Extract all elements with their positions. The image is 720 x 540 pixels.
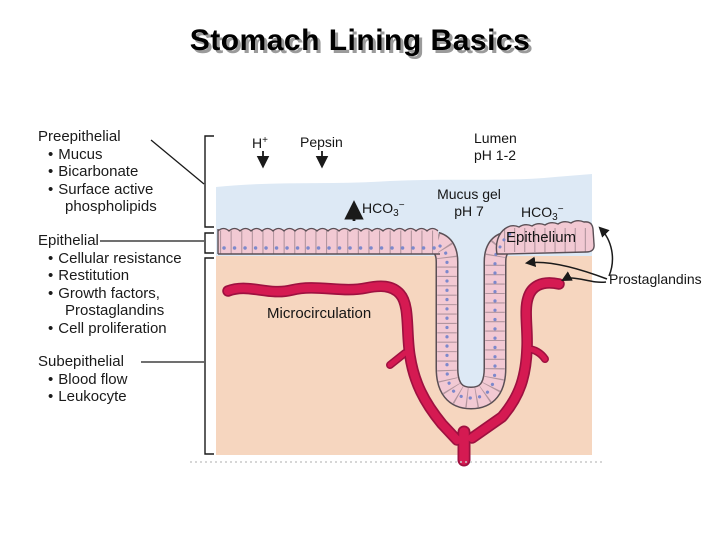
list-item: •Growth factors, (48, 284, 160, 302)
row-band (218, 229, 438, 254)
prostaglandins-label: Prostaglandins (609, 271, 702, 287)
list-item: •Restitution (48, 267, 130, 285)
bullet-icon: • (48, 388, 54, 406)
mucus-gel-label: Mucus gel pH 7 (437, 186, 501, 219)
bullet-icon: • (48, 249, 54, 267)
list-item-continuation: Prostaglandins (65, 302, 165, 320)
bullet-icon: • (48, 370, 54, 388)
slide-title: Stomach Lining Basics (189, 24, 531, 57)
bracket-preepithelial (204, 135, 214, 228)
leader-line-preepithelial (150, 139, 205, 185)
vessel-left-branch (387, 350, 408, 368)
list-item: •Leukocyte (48, 388, 127, 406)
pit-cell-nuclei (438, 244, 504, 400)
mound-shape (495, 220, 595, 255)
bullet-icon: • (48, 145, 54, 163)
lumen-label: Lumen pH 1-2 (474, 130, 517, 163)
brackets (100, 135, 214, 455)
hco3-left-label: HCO3− (362, 200, 405, 219)
bracket-epithelial (204, 232, 214, 254)
list-item-continuation: phospholipids (65, 198, 157, 216)
list-item: •Cellular resistance (48, 249, 182, 267)
pepsin-label: Pepsin (300, 134, 343, 150)
prostaglandins-arrow-to-vessel (561, 271, 607, 283)
epithelial-section: Epithelial •Cellular resistance •Restitu… (38, 232, 182, 338)
list-item: •Mucus (48, 145, 103, 163)
subepithelial-heading: Subepithelial (38, 353, 124, 370)
row-scalloped-top (217, 227, 439, 232)
microcirculation-vessels (222, 277, 565, 467)
vessel-left (223, 282, 462, 445)
bracket-subepithelial (204, 257, 214, 455)
prostaglandins-arrow-to-epithelium (598, 226, 614, 277)
prostaglandins-arrow-to-subepithelium (524, 256, 608, 280)
bullet-icon: • (48, 180, 54, 198)
bullet-icon: • (48, 163, 54, 181)
list-item: •Surface active (48, 180, 154, 198)
vessel-right-branch (525, 346, 548, 362)
epithelial-heading: Epithelial (38, 232, 99, 249)
microcirculation-label: Microcirculation (267, 305, 372, 322)
epithelium-mound (495, 220, 595, 255)
list-item: •Blood flow (48, 370, 128, 388)
bullet-icon: • (48, 267, 54, 285)
preepithelial-section: Preepithelial •Mucus •Bicarbonate •Surfa… (38, 128, 157, 216)
list-item: •Bicarbonate (48, 163, 139, 181)
vessel-right (467, 278, 564, 443)
list-item: •Cell proliferation (48, 319, 167, 337)
surface-epithelium-row (217, 227, 440, 255)
subepithelial-section: Subepithelial •Blood flow •Leukocyte (38, 353, 127, 406)
hco3-right-label: HCO3− (521, 204, 564, 223)
bullet-icon: • (48, 319, 54, 337)
h-ion-label: H+ (252, 135, 268, 151)
epithelium-label: Epithelium (506, 229, 577, 246)
preepithelial-heading: Preepithelial (38, 128, 121, 145)
gastric-pit-cells (432, 231, 510, 410)
bullet-icon: • (48, 284, 54, 302)
